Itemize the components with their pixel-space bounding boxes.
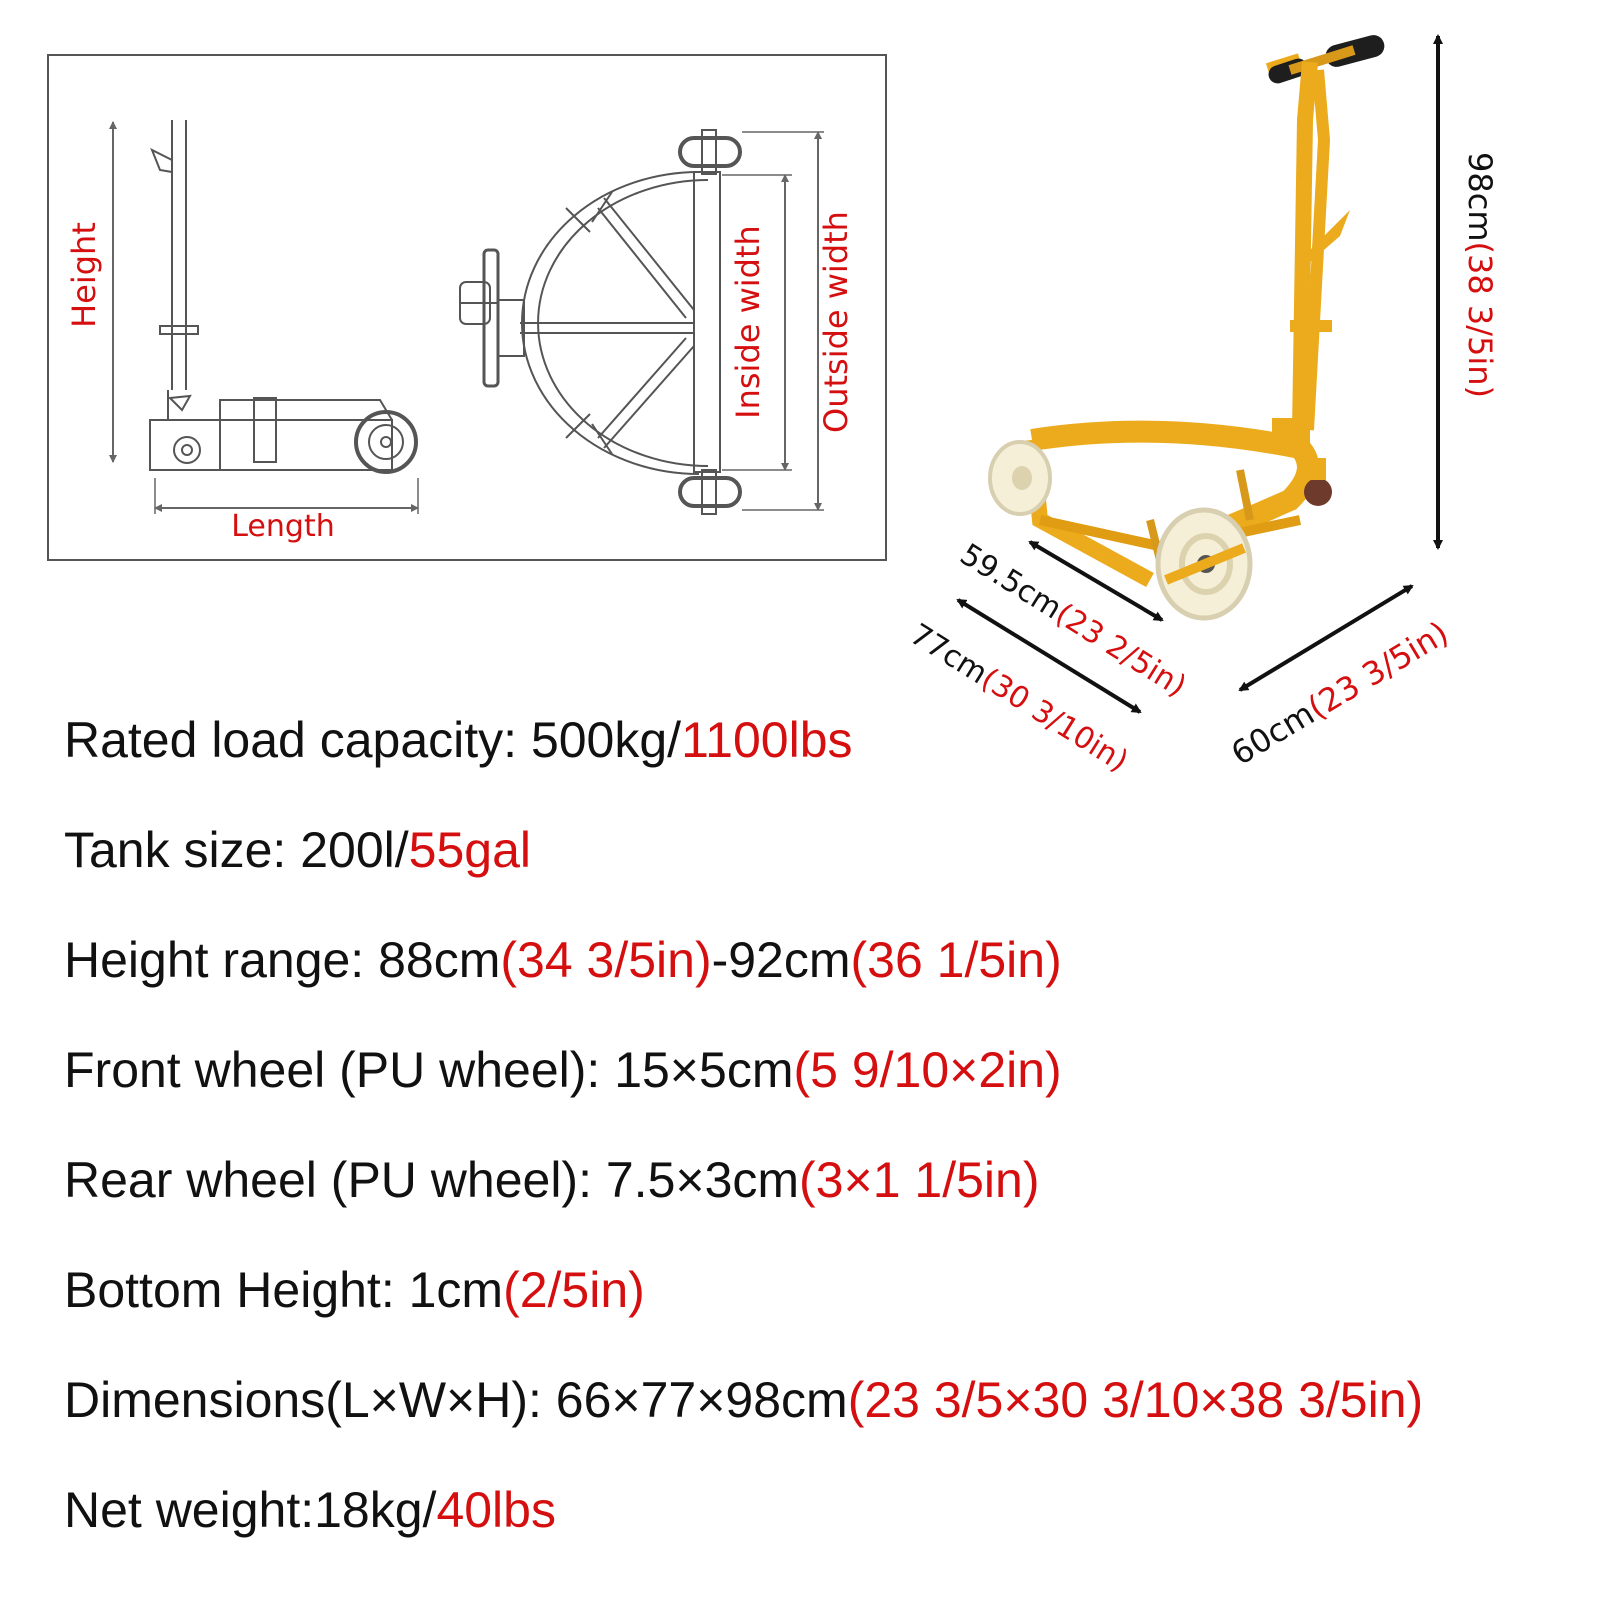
outside-width-label: Outside width xyxy=(817,211,855,433)
height-value: 98cm(38 3/5in) xyxy=(1461,152,1499,398)
spec-text: Tank size: 200l/ xyxy=(64,822,409,878)
spec-bottom-height: Bottom Height: 1cm(2/5in) xyxy=(64,1255,1584,1365)
length-arrow xyxy=(1238,584,1414,692)
spec-text: Net weight:18kg/ xyxy=(64,1482,437,1538)
spec-front-wheel: Front wheel (PU wheel): 15×5cm(5 9/10×2i… xyxy=(64,1035,1584,1145)
spec-height-range: Height range: 88cm(34 3/5in)-92cm(36 1/5… xyxy=(64,925,1584,1035)
spec-text: Dimensions(L×W×H): 66×77×98cm xyxy=(64,1372,848,1428)
spec-text: Rated load capacity: 500kg/ xyxy=(64,712,682,768)
line-drawing-panel: Height Length Inside width Outside width xyxy=(47,54,887,561)
drum-trolley-image xyxy=(988,35,1385,621)
top-view-drawing xyxy=(459,129,742,515)
spec-rated-load: Rated load capacity: 500kg/1100lbs xyxy=(64,705,1584,815)
outer-width-arrow xyxy=(956,598,1142,714)
spec-tank-size: Tank size: 200l/55gal xyxy=(64,815,1584,925)
spec-dimensions: Dimensions(L×W×H): 66×77×98cm(23 3/5×30 … xyxy=(64,1365,1584,1475)
spec-text-red: 40lbs xyxy=(436,1482,556,1538)
spec-text-red: 55gal xyxy=(408,822,531,878)
spec-net-weight: Net weight:18kg/40lbs xyxy=(64,1475,1584,1585)
spec-text: -92cm xyxy=(711,932,851,988)
height-label: Height xyxy=(65,222,103,328)
spec-text-red: (34 3/5in) xyxy=(500,932,712,988)
spec-list: Rated load capacity: 500kg/1100lbs Tank … xyxy=(64,705,1584,1585)
spec-text-red: (2/5in) xyxy=(503,1262,645,1318)
spec-text-red: (36 1/5in) xyxy=(850,932,1062,988)
dimension-annotations: 98cm(38 3/5in) 59.5cm(23 2/5in) 77cm(30 … xyxy=(904,34,1499,779)
spec-rear-wheel: Rear wheel (PU wheel): 7.5×3cm(3×1 1/5in… xyxy=(64,1145,1584,1255)
spec-text-red: 1100lbs xyxy=(681,712,853,768)
spec-text-red: (23 3/5×30 3/10×38 3/5in) xyxy=(847,1372,1424,1428)
inside-width-label: Inside width xyxy=(729,225,767,419)
spec-text: Height range: 88cm xyxy=(64,932,501,988)
spec-text: Front wheel (PU wheel): 15×5cm xyxy=(64,1042,794,1098)
spec-text-red: (5 9/10×2in) xyxy=(793,1042,1062,1098)
spec-text: Rear wheel (PU wheel): 7.5×3cm xyxy=(64,1152,800,1208)
diagram: Height Length Inside width Outside width xyxy=(47,34,1499,779)
length-label: Length xyxy=(231,509,334,544)
spec-text-red: (3×1 1/5in) xyxy=(799,1152,1040,1208)
spec-text: Bottom Height: 1cm xyxy=(64,1262,504,1318)
side-view-drawing xyxy=(149,120,418,474)
